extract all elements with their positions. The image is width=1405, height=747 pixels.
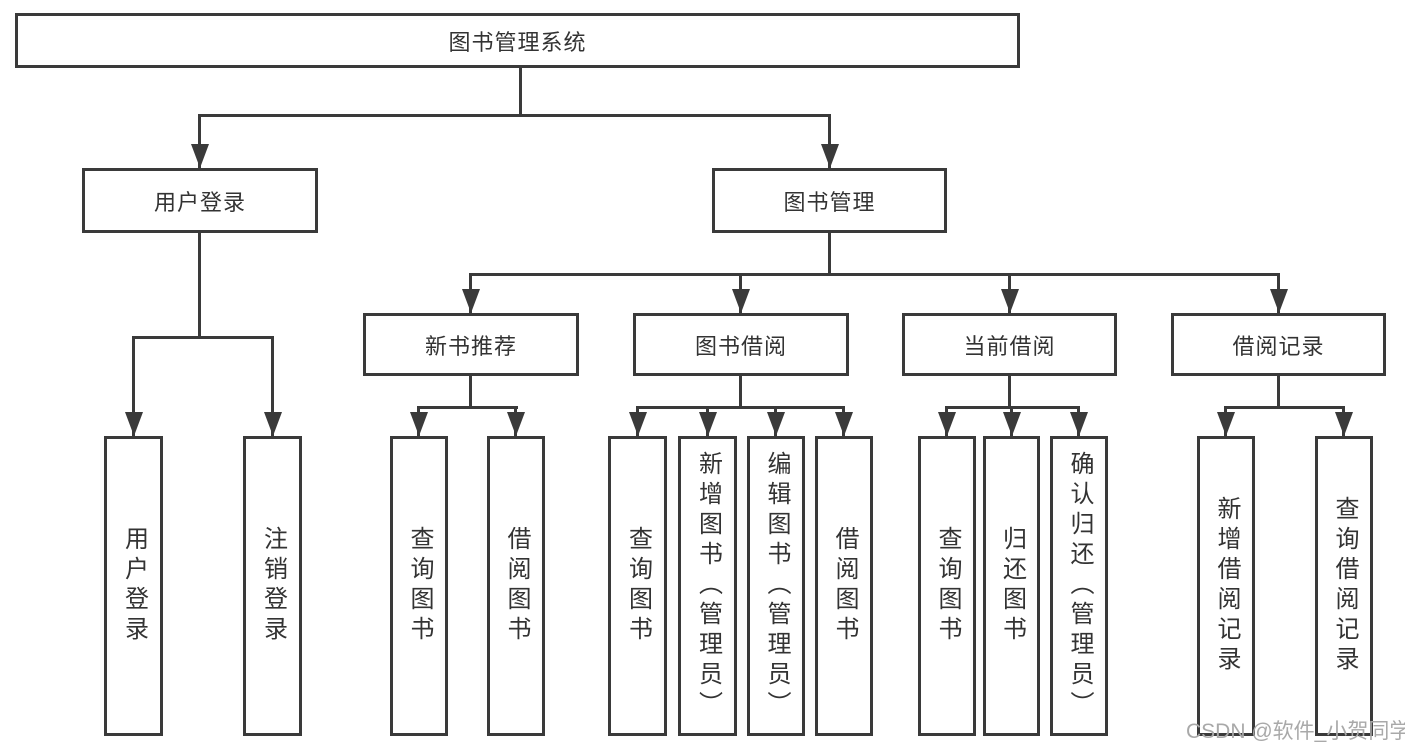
leaf-edit-books-admin: 编辑图书（管理员） — [747, 436, 805, 736]
node-root: 图书管理系统 — [15, 13, 1020, 68]
leaf-user-login: 用户登录 — [104, 436, 163, 736]
leaf-borrowing-borrow-books-label: 借阅图书 — [831, 526, 858, 646]
connector-arrowhead — [835, 412, 853, 436]
leaf-logout: 注销登录 — [243, 436, 302, 736]
node-book-management: 图书管理 — [712, 168, 947, 233]
connector-drop-user-login — [198, 114, 201, 168]
connector-new-book-split — [417, 406, 518, 409]
connector-user-login-split — [132, 336, 274, 339]
connector-drop-leaf-logout — [271, 336, 274, 436]
connector-arrowhead — [1001, 289, 1019, 313]
connector-current-borrowing-stem — [1008, 376, 1011, 406]
leaf-return-books: 归还图书 — [983, 436, 1040, 736]
connector-book-borrowing-stem — [739, 376, 742, 406]
node-user-login: 用户登录 — [82, 168, 318, 233]
connector-arrowhead — [938, 412, 956, 436]
leaf-user-login-label: 用户登录 — [120, 526, 148, 646]
connector-level3-split — [469, 273, 1280, 276]
connector-arrowhead — [191, 144, 209, 168]
connector-drop-leaf-user-login — [132, 336, 135, 436]
connector-user-login-stem — [198, 232, 201, 336]
connector-arrowhead — [1070, 412, 1088, 436]
leaf-current-query-books-label: 查询图书 — [934, 526, 961, 646]
leaf-borrowing-query-books: 查询图书 — [608, 436, 667, 736]
connector-arrowhead — [1217, 412, 1235, 436]
connector-arrowhead — [699, 412, 717, 436]
connector-borrowing-records-split — [1224, 406, 1344, 409]
leaf-add-borrow-record: 新增借阅记录 — [1197, 436, 1255, 736]
connector-arrowhead — [732, 289, 750, 313]
connector-arrowhead — [507, 412, 525, 436]
node-book-management-label: 图书管理 — [783, 189, 876, 215]
node-user-login-label: 用户登录 — [153, 189, 246, 215]
connector-arrowhead — [462, 289, 480, 313]
connector-arrowhead — [1335, 412, 1353, 436]
leaf-borrowing-borrow-books: 借阅图书 — [815, 436, 873, 736]
node-borrowing-records-label: 借阅记录 — [1232, 333, 1325, 359]
connector-arrowhead — [821, 144, 839, 168]
leaf-recommend-borrow-books: 借阅图书 — [487, 436, 545, 736]
leaf-query-borrow-record: 查询借阅记录 — [1315, 436, 1373, 736]
connector-book-management-stem — [828, 233, 831, 273]
csdn-watermark: CSDN @软件_小贺同学 — [1186, 720, 1405, 743]
node-root-label: 图书管理系统 — [448, 29, 587, 55]
leaf-confirm-return-admin: 确认归还（管理员） — [1050, 436, 1108, 736]
leaf-current-query-books: 查询图书 — [918, 436, 976, 736]
node-current-borrowing: 当前借阅 — [902, 313, 1117, 376]
leaf-add-borrow-record-label: 新增借阅记录 — [1213, 496, 1240, 676]
leaf-recommend-query-books: 查询图书 — [390, 436, 448, 736]
connector-root-stem — [519, 68, 522, 114]
leaf-confirm-return-admin-label: 确认归还（管理员） — [1066, 451, 1093, 721]
leaf-add-books-admin-label: 新增图书（管理员） — [694, 451, 722, 721]
leaf-edit-books-admin-label: 编辑图书（管理员） — [763, 451, 790, 721]
connector-arrowhead — [125, 412, 143, 436]
leaf-borrowing-query-books-label: 查询图书 — [624, 526, 652, 646]
node-new-book-recommend-label: 新书推荐 — [424, 333, 517, 359]
connector-borrowing-records-stem — [1277, 376, 1280, 406]
leaf-return-books-label: 归还图书 — [998, 526, 1026, 646]
node-book-borrowing-label: 图书借阅 — [694, 333, 787, 359]
connector-arrowhead — [1270, 289, 1288, 313]
connector-arrowhead — [629, 412, 647, 436]
node-current-borrowing-label: 当前借阅 — [963, 333, 1056, 359]
connector-arrowhead — [264, 412, 282, 436]
node-book-borrowing: 图书借阅 — [633, 313, 849, 376]
connector-new-book-stem — [469, 376, 472, 406]
connector-arrowhead — [410, 412, 428, 436]
node-borrowing-records: 借阅记录 — [1171, 313, 1386, 376]
connector-arrowhead — [767, 412, 785, 436]
leaf-logout-label: 注销登录 — [259, 526, 287, 646]
leaf-query-borrow-record-label: 查询借阅记录 — [1331, 496, 1358, 676]
node-new-book-recommend: 新书推荐 — [363, 313, 579, 376]
leaf-recommend-query-books-label: 查询图书 — [406, 526, 433, 646]
connector-arrowhead — [1003, 412, 1021, 436]
connector-drop-book-management — [828, 114, 831, 168]
connector-level2-split — [198, 114, 831, 117]
leaf-add-books-admin: 新增图书（管理员） — [678, 436, 737, 736]
connector-book-borrowing-split — [636, 406, 845, 409]
leaf-recommend-borrow-books-label: 借阅图书 — [503, 526, 530, 646]
